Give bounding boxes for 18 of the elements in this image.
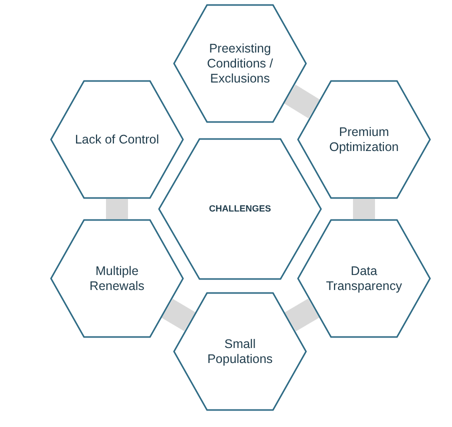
hexagon-node	[297, 80, 431, 199]
node-label: Lack of Control	[74, 132, 160, 147]
node-label: Premium Optimization	[328, 124, 400, 154]
node-label: Preexisting Conditions / Exclusions	[206, 41, 274, 86]
node-label: Data Transparency	[325, 264, 403, 294]
connector-band	[284, 298, 320, 332]
hexagon-node	[50, 80, 184, 199]
hexagon-node	[50, 219, 184, 338]
connector-band	[106, 199, 128, 219]
hexagon-node	[173, 4, 307, 123]
connector-band	[284, 84, 320, 118]
center-title: CHALLENGES	[208, 202, 272, 216]
hexagon-node	[173, 292, 307, 411]
hexagon-node	[297, 219, 431, 338]
connector-band	[353, 199, 375, 219]
node-label: Small Populations	[206, 336, 274, 366]
hexagon-node	[158, 138, 322, 280]
node-label: Multiple Renewals	[88, 264, 146, 294]
